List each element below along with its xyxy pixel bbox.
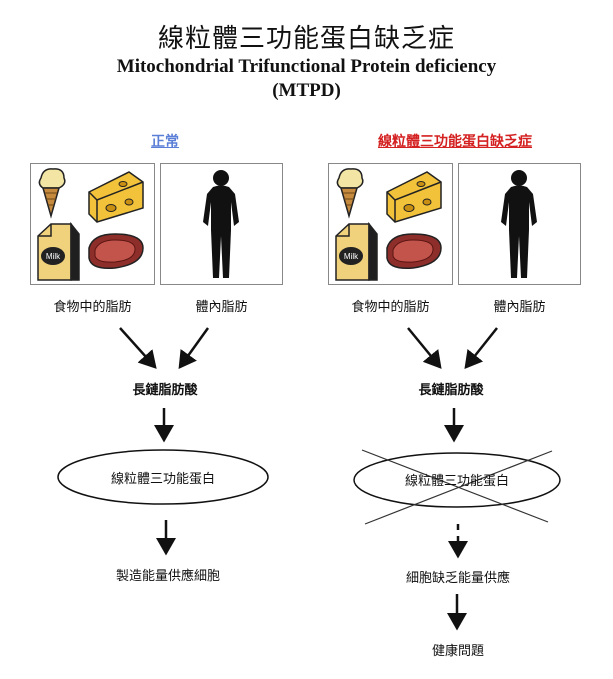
normal-fatty-acid-label: 長鏈脂肪酸 [132, 383, 198, 398]
milk-carton-icon: Milk [37, 221, 80, 281]
title-chinese: 線粒體三功能蛋白缺乏症 [157, 24, 455, 54]
ice-cream-icon [38, 168, 66, 219]
disease-food-label: 食物中的脂肪 [351, 300, 430, 315]
normal-food-panel: Milk [30, 163, 155, 285]
ice-cream-icon [336, 168, 364, 219]
disease-body-panel [458, 163, 581, 285]
disease-protein-ellipse [353, 452, 561, 508]
human-figure-icon [501, 170, 537, 278]
milk-label: Milk [46, 252, 61, 261]
normal-food-label: 食物中的脂肪 [53, 300, 132, 315]
arrow-body-to-fatty-acid [178, 327, 210, 370]
cross-out-mark [361, 449, 553, 525]
steak-icon [88, 233, 144, 270]
human-figure-icon [203, 170, 239, 278]
disease-protein-label: 線粒體三功能蛋白 [404, 474, 509, 489]
title-abbreviation: (MTPD) [272, 80, 341, 101]
disease-result-label: 細胞缺乏能量供應 [405, 571, 510, 586]
normal-result-label: 製造能量供應細胞 [115, 569, 220, 584]
disease-heading: 線粒體三功能蛋白缺乏症 [378, 134, 532, 150]
food-icons: Milk [335, 168, 442, 281]
milk-carton-icon: Milk [335, 221, 378, 281]
arrow-body-to-fatty-acid [464, 327, 498, 369]
normal-body-label: 體內脂肪 [195, 300, 248, 315]
normal-protein-ellipse [57, 449, 269, 505]
disease-body-label: 體內脂肪 [493, 300, 546, 315]
title-english: Mitochondrial Trifunctional Protein defi… [116, 56, 497, 77]
cheese-icon [386, 171, 442, 223]
disease-fatty-acid-label: 長鏈脂肪酸 [418, 383, 484, 398]
food-icons: Milk [37, 168, 144, 281]
arrow-food-to-fatty-acid [407, 327, 442, 369]
steak-icon [386, 233, 442, 270]
disease-food-panel: Milk [328, 163, 453, 285]
normal-heading: 正常 [151, 134, 179, 150]
arrow-food-to-fatty-acid [119, 327, 157, 369]
cheese-icon [88, 171, 144, 223]
normal-body-panel [160, 163, 283, 285]
disease-consequence-label: 健康問題 [431, 644, 484, 659]
milk-label: Milk [344, 252, 359, 261]
normal-protein-label: 線粒體三功能蛋白 [110, 472, 215, 487]
